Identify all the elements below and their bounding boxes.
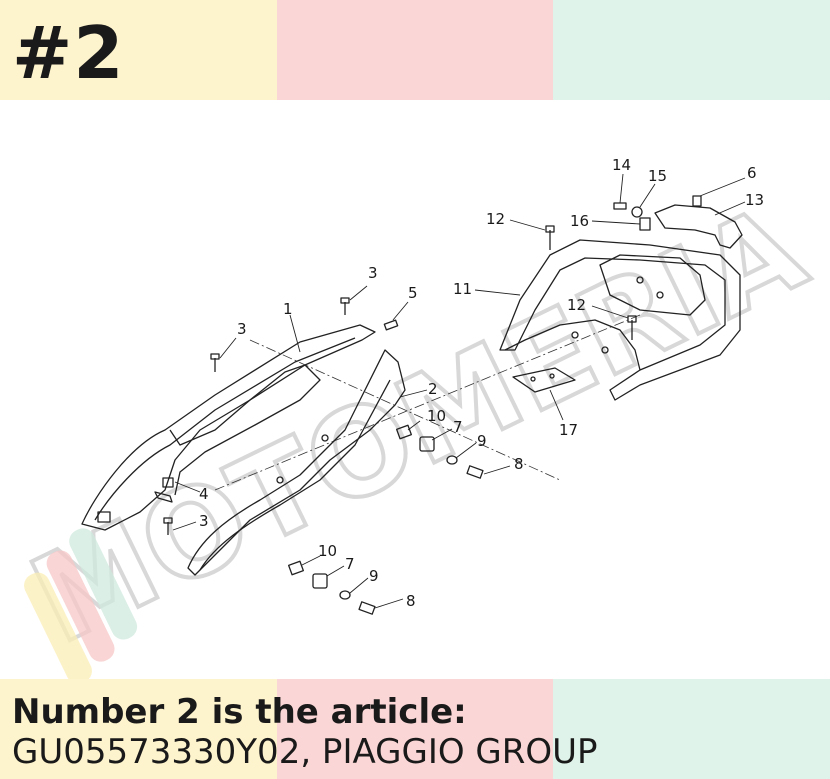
callout-label: 11 — [453, 280, 472, 298]
screw-6 — [692, 195, 702, 207]
band-mint-segment — [553, 0, 830, 100]
band-pink-segment — [277, 0, 553, 100]
hardware-fasteners — [154, 195, 702, 615]
callout-label: 8 — [514, 455, 524, 473]
exploded-parts-diagram: MOTOMERIA — [10, 156, 827, 679]
callout-label: 3 — [368, 264, 378, 282]
screw-14 — [613, 202, 627, 210]
callout-label: 7 — [453, 418, 463, 436]
assembly-axis-line — [214, 314, 641, 491]
bolt-8-b — [358, 601, 376, 615]
bushing-10-a — [396, 424, 412, 440]
callout-label: 3 — [237, 320, 247, 338]
band-yellow-segment — [0, 0, 277, 100]
nut-7-b — [312, 573, 328, 589]
screw-3-b — [340, 297, 350, 315]
callout-label: 8 — [406, 592, 416, 610]
bushing-10-b — [288, 560, 304, 576]
leader-lines — [172, 173, 746, 609]
part-13-bracket — [654, 204, 743, 249]
screw-3-c — [163, 517, 173, 535]
bolt-8-a — [466, 465, 484, 479]
callout-label: 17 — [559, 421, 578, 439]
watermark-stripes-logo — [24, 528, 138, 679]
screw-5 — [383, 319, 399, 331]
article-caption-heading: Number 2 is the article: — [12, 692, 467, 732]
callout-label: 1 — [283, 300, 293, 318]
callout-label: 16 — [570, 212, 589, 230]
top-color-band — [0, 0, 830, 100]
washer-9-b — [339, 590, 351, 600]
fastener-4 — [154, 477, 174, 503]
callout-label: 7 — [345, 555, 355, 573]
screw-12-b — [627, 315, 637, 340]
washer-9-a — [446, 455, 458, 465]
nut-7-a — [419, 436, 435, 452]
screw-3-a — [210, 353, 220, 372]
part-1-side-fairing-left — [81, 324, 376, 531]
nut-15 — [631, 206, 643, 218]
callout-label: 5 — [408, 284, 418, 302]
callout-label: 2 — [428, 380, 438, 398]
callout-label: 12 — [567, 296, 586, 314]
part-2-side-fairing-right — [187, 349, 406, 576]
part-17-plate — [512, 367, 576, 393]
callout-labels: 1 2 3 3 3 4 5 6 7 7 8 8 9 9 10 10 11 12 … — [199, 156, 764, 610]
callout-label: 15 — [648, 167, 667, 185]
bottom-color-band — [0, 679, 830, 779]
band-mint-segment — [553, 679, 830, 779]
spacer-16 — [639, 217, 651, 231]
band-yellow-segment — [0, 679, 277, 779]
item-number-title: #2 — [12, 11, 125, 95]
article-code-and-brand: GU05573330Y02, PIAGGIO GROUP — [12, 732, 598, 772]
callout-label: 10 — [427, 407, 446, 425]
callout-label: 12 — [486, 210, 505, 228]
callout-label: 3 — [199, 512, 209, 530]
callout-label: 6 — [747, 164, 757, 182]
callout-label: 14 — [612, 156, 631, 174]
callout-label: 4 — [199, 485, 209, 503]
assembly-axis-line-2 — [249, 339, 561, 481]
screw-12-a — [545, 225, 555, 250]
callout-label: 9 — [369, 567, 379, 585]
callout-label: 10 — [318, 542, 337, 560]
part-11-grab-rail-frame — [499, 239, 741, 401]
callout-label: 13 — [745, 191, 764, 209]
band-pink-segment — [277, 679, 553, 779]
callout-label: 9 — [477, 432, 487, 450]
